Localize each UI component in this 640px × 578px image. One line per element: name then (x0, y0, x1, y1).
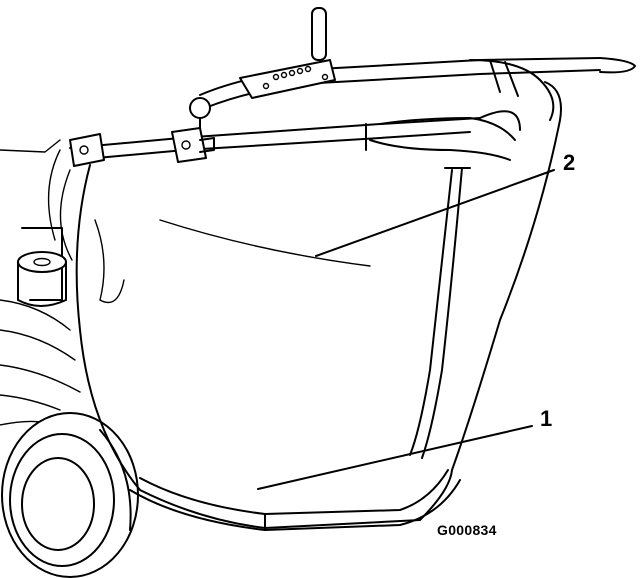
grass-bag (47, 81, 562, 531)
callout-2-label: 2 (563, 150, 576, 175)
lever-plate (239, 59, 336, 99)
control-lever (311, 7, 327, 61)
handle-assembly (69, 7, 636, 167)
engine-cap (17, 251, 67, 273)
knob (189, 97, 211, 119)
mower-body (0, 139, 81, 426)
callout-1-label: 1 (540, 406, 553, 431)
latch-bracket (171, 127, 207, 163)
rear-wheel (1, 412, 139, 578)
leader-line-1 (257, 425, 533, 490)
frame-clamp (69, 133, 105, 167)
figure-id: G000834 (437, 522, 497, 538)
leader-line-2 (315, 169, 555, 257)
